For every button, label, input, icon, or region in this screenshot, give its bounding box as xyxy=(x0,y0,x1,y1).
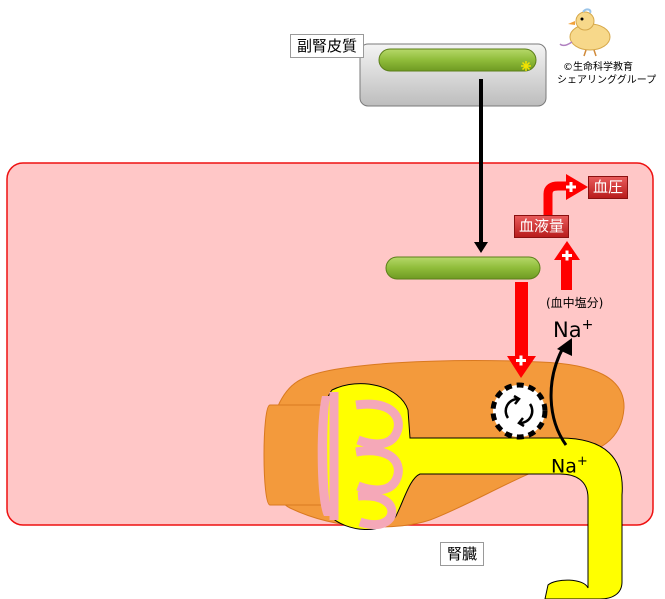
stimulate-arrow-head xyxy=(507,356,536,378)
kidney-label: 腎臓 xyxy=(440,542,485,566)
hormone-capsule-top xyxy=(378,48,537,72)
hormone-capsule-body xyxy=(385,256,541,280)
star-icon xyxy=(521,61,531,71)
na-plasma-charge: + xyxy=(581,317,594,333)
plus-sign-icon xyxy=(562,250,572,261)
blood-volume-badge: 血液量 xyxy=(514,215,570,238)
secretion-arrow-head xyxy=(474,242,488,253)
plus-sign-icon xyxy=(516,355,526,366)
stimulate-arrow-shaft xyxy=(515,282,528,358)
credit-line-2: シェアリンググループ xyxy=(557,75,657,86)
na-tubule-label: Na+ xyxy=(551,450,588,478)
na-tubule-symbol: Na xyxy=(551,455,577,478)
transporter xyxy=(490,382,548,440)
adrenal-cortex-label: 副腎皮質 xyxy=(290,34,365,58)
plus-sign-icon xyxy=(566,182,576,192)
pressure-arrow xyxy=(543,181,570,215)
credit-line-1: ©生命科学教育 xyxy=(563,62,633,73)
volume-arrow-shaft xyxy=(561,258,572,290)
cycle-icon xyxy=(504,394,534,428)
blood-salt-label: (血中塩分) xyxy=(546,296,604,310)
blood-pressure-badge: 血圧 xyxy=(588,176,629,199)
na-plasma-label: Na+ xyxy=(553,312,593,343)
chick-mascot-icon xyxy=(559,8,611,57)
pressure-arrow-head xyxy=(566,174,588,200)
glomerulus xyxy=(329,392,403,530)
na-transport-arrow xyxy=(549,345,568,446)
na-tubule-charge: + xyxy=(576,454,588,469)
na-transport-arrow-head xyxy=(557,338,572,356)
na-plasma-symbol: Na xyxy=(553,318,582,342)
glomerulus-core xyxy=(317,396,332,516)
